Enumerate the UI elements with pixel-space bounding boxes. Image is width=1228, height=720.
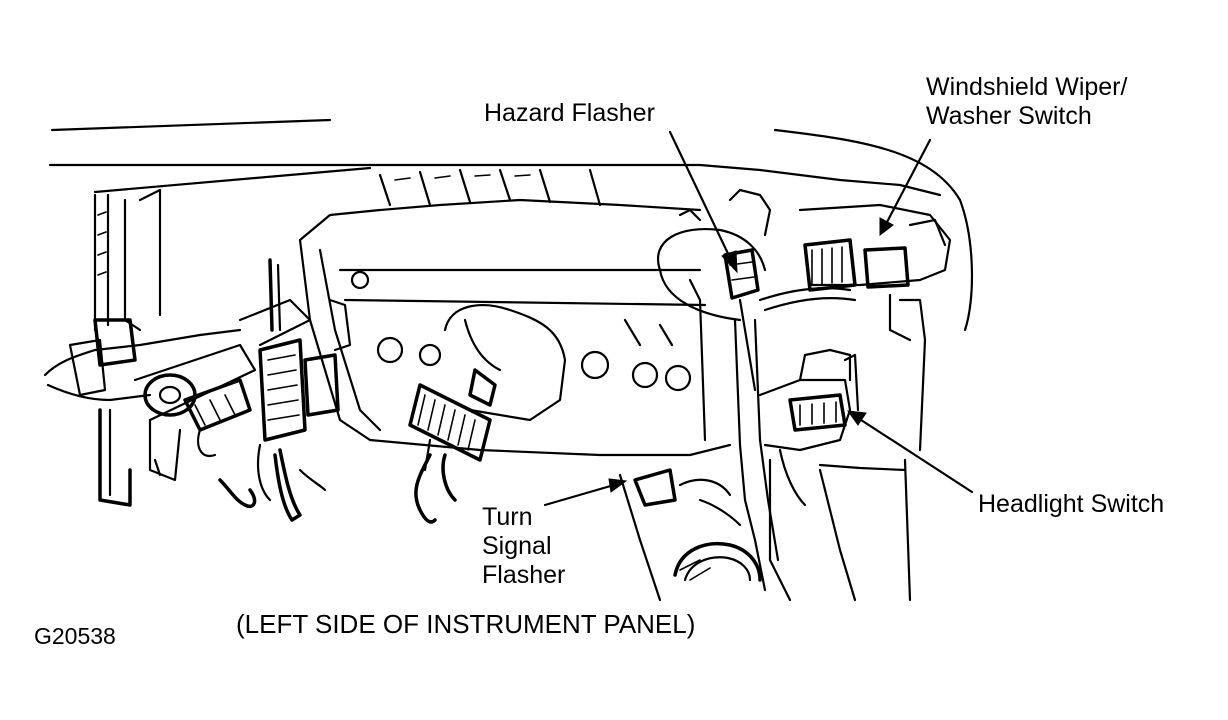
hazard-flasher-assembly [657,188,772,392]
turn-signal-flasher-area [618,318,912,602]
label-windshield-wiper-line2: Washer Switch [926,102,1092,130]
steering-column-assembly [43,298,312,507]
wiper-switch-assembly [758,203,952,452]
label-turn-signal-line2: Signal [482,532,552,560]
leader-wiper-switch [884,138,932,226]
arrowhead-wiper-switch [879,217,894,237]
instrument-cluster-housing [298,168,732,457]
leader-turn-signal-flasher [543,483,616,507]
label-turn-signal-line1: Turn [482,503,533,531]
figure-caption: (LEFT SIDE OF INSTRUMENT PANEL) [236,609,696,639]
figure-id: G20538 [34,623,116,649]
left-support-column [93,188,162,332]
label-windshield-wiper-line1: Windshield Wiper/ [926,73,1128,101]
leader-headlight-switch [856,416,974,494]
label-turn-signal-line3: Flasher [482,561,566,589]
center-harness-connector [408,383,492,524]
callout-leaders [543,130,974,507]
leader-hazard-flasher [668,130,734,264]
arrowhead-turn-signal-flasher [608,478,628,493]
arrowhead-hazard-flasher [721,250,738,274]
label-hazard-flasher: Hazard Flasher [484,99,655,127]
headlight-switch-assembly [758,348,860,602]
label-headlight-switch: Headlight Switch [978,490,1165,518]
arrowhead-headlight-switch [846,410,867,426]
